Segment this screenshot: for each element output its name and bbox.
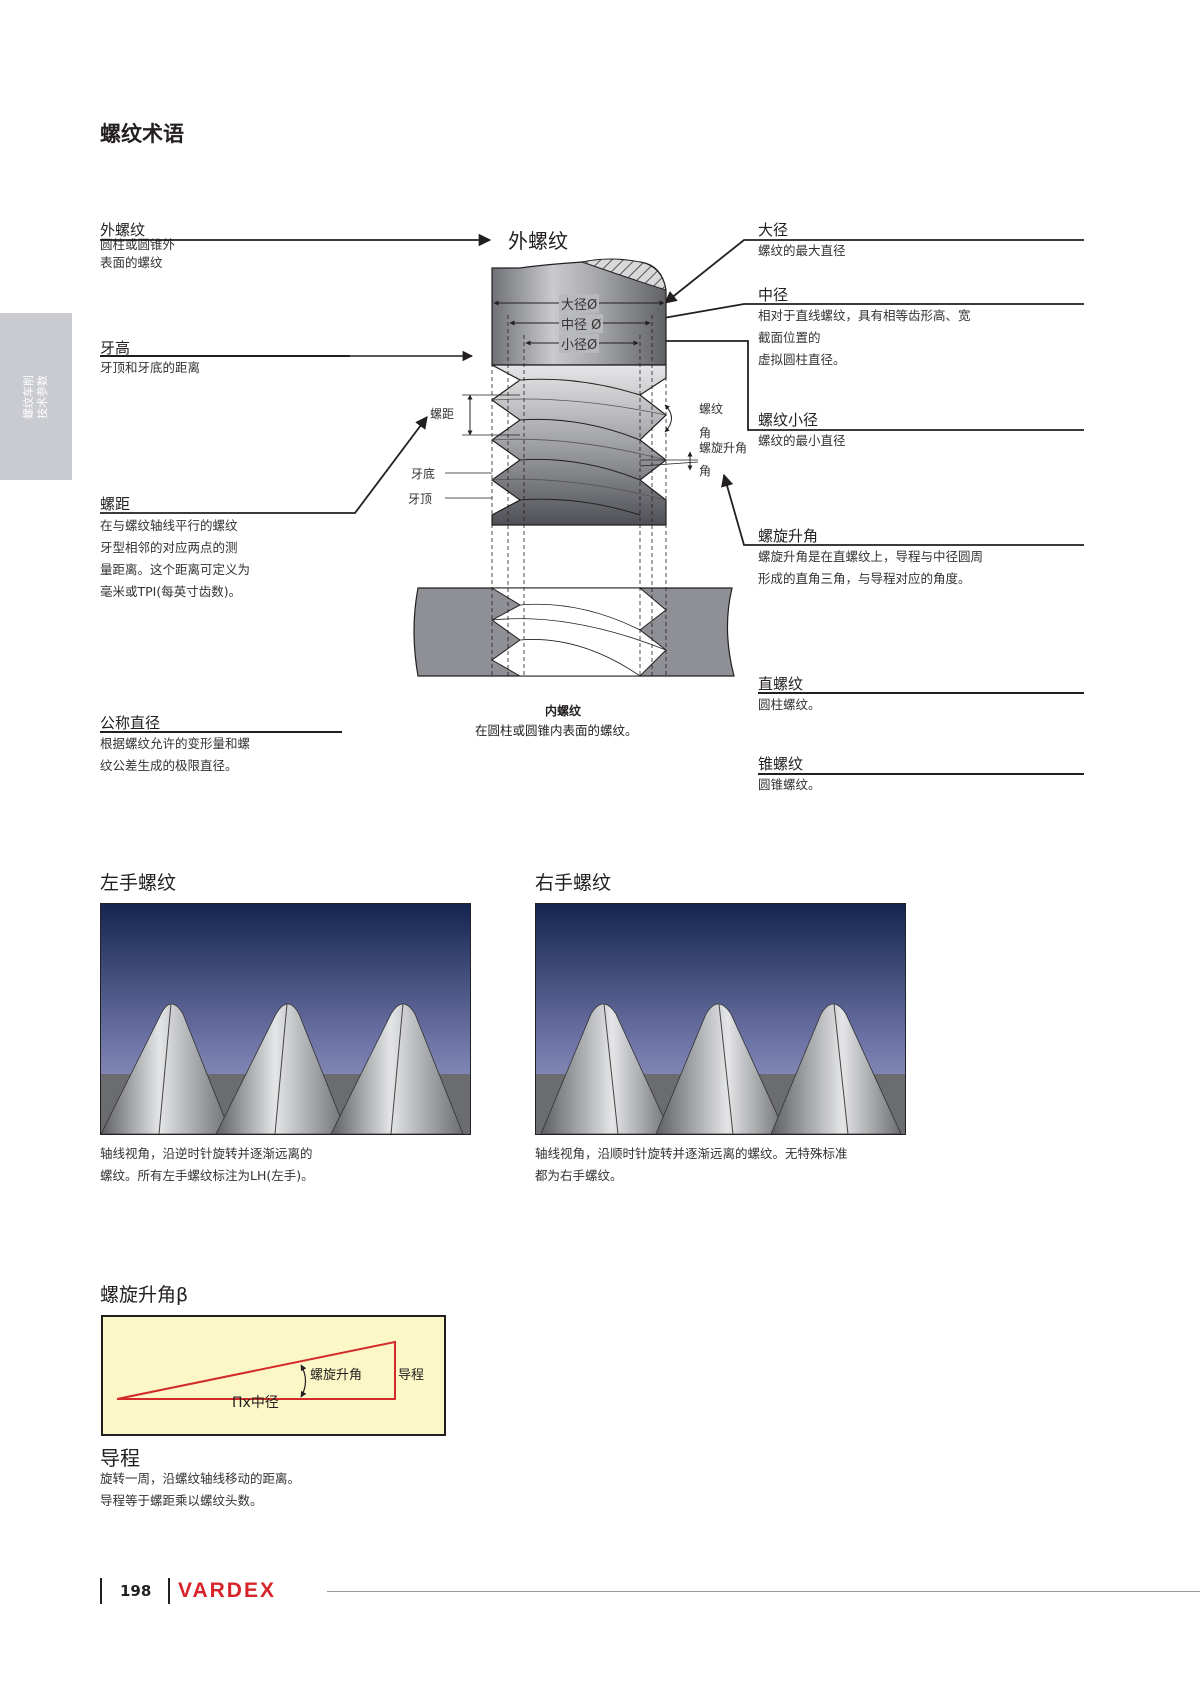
thread-diagram <box>100 233 1084 677</box>
desc-thread-height: 牙顶和牙底的距离 <box>100 360 201 375</box>
page-title: 螺纹术语 <box>100 122 184 146</box>
term-minor-diameter: 螺纹小径 <box>758 411 819 429</box>
label-minor-d: 小径Ø <box>559 334 600 353</box>
lead-title: 导程 <box>100 1446 140 1470</box>
side-tab: 螺纹车削 技术参数 <box>0 313 72 480</box>
helix-angle-box <box>101 1315 446 1436</box>
right-hand-caption: 轴线视角，沿顺时针旋转并逐渐远离的螺纹。无特殊标准 都为右手螺纹。 <box>535 1146 848 1183</box>
term-pitch: 螺距 <box>100 495 131 513</box>
desc-straight-thread: 圆柱螺纹。 <box>758 697 821 712</box>
page-number: 198 <box>120 1582 152 1600</box>
thread-angle-arc <box>664 404 672 433</box>
footer-divider-mid <box>168 1578 170 1604</box>
bolt-section-hatch <box>580 258 667 291</box>
helix-section-title: 螺旋升角β <box>100 1284 189 1306</box>
desc-pitch: 在与螺纹轴线平行的螺纹 牙型相邻的对应两点的测 量距离。这个距离可定义为 毫米或… <box>100 518 251 599</box>
label-pitch-d: 中径 Ø <box>559 314 604 333</box>
term-pitch-diameter: 中径 <box>758 286 789 304</box>
term-taper-thread: 锥螺纹 <box>758 755 804 773</box>
helix-triangle-diagram <box>116 1340 396 1400</box>
footer-divider-left <box>100 1578 102 1604</box>
desc-major-diameter: 螺纹的最大直径 <box>758 243 846 258</box>
helix-angle-label: 螺旋升角 <box>310 1368 363 1383</box>
left-hand-title: 左手螺纹 <box>100 872 177 894</box>
lead-label: 导程 <box>398 1368 425 1383</box>
desc-minor-diameter: 螺纹的最小直径 <box>758 433 846 448</box>
rule-nominal <box>100 731 342 733</box>
term-major-diameter: 大径 <box>758 221 789 239</box>
desc-taper-thread: 圆锥螺纹。 <box>758 777 821 792</box>
leader-pitch-dia <box>650 303 1084 325</box>
diagram-external-title: 外螺纹 <box>508 229 568 253</box>
term-external-thread: 外螺纹 <box>100 221 146 239</box>
bolt-threads <box>490 364 667 526</box>
label-internal-desc: 在圆柱或圆锥内表面的螺纹。 <box>475 723 638 738</box>
rule-straight <box>758 692 1084 694</box>
leader-pitch <box>100 415 428 514</box>
term-helix-angle: 螺旋升角 <box>758 527 819 545</box>
label-thread-angle-2: 角 <box>699 426 712 440</box>
label-major-d: 大径Ø <box>559 294 600 313</box>
rule-taper <box>758 773 1084 775</box>
term-thread-height: 牙高 <box>100 339 131 357</box>
desc-nominal-diameter: 根据螺纹允许的变形量和螺 纹公差生成的极限直径。 <box>100 736 251 773</box>
term-straight-thread: 直螺纹 <box>758 675 804 693</box>
desc-helix-angle: 螺旋升角是在直螺纹上，导程与中径圆周 形成的直角三角，与导程对应的角度。 <box>758 549 984 586</box>
label-pitch: 螺距 <box>430 407 455 421</box>
left-hand-caption: 轴线视角，沿逆时针旋转并逐渐远离的 螺纹。所有左手螺纹标注为LH(左手)。 <box>100 1146 314 1183</box>
label-root: 牙底 <box>411 467 436 481</box>
term-nominal-diameter: 公称直径 <box>100 714 161 732</box>
dashed-guides <box>491 300 667 676</box>
lead-description: 旋转一周，沿螺纹轴线移动的距离。 导程等于螺距乘以螺纹头数。 <box>100 1471 301 1508</box>
leader-major <box>664 239 1084 304</box>
footer-rule <box>327 1591 1200 1592</box>
label-thread-angle-1: 螺纹 <box>699 402 724 416</box>
brand-logo: VARDEX <box>178 1579 276 1602</box>
leader-helix <box>721 473 1084 546</box>
desc-pitch-diameter: 相对于直线螺纹，具有相等齿形高、宽 截面位置的 虚拟圆柱直径。 <box>758 308 971 367</box>
label-helix-angle-2: 角 <box>699 464 712 478</box>
label-crest: 牙顶 <box>408 492 433 506</box>
internal-thread <box>413 587 735 677</box>
leader-minor <box>631 334 1084 431</box>
pitch-circumference-label: Πx中径 <box>232 1395 279 1411</box>
right-hand-title: 右手螺纹 <box>535 872 612 894</box>
label-internal-title: 内螺纹 <box>545 704 582 718</box>
label-helix-angle-1: 螺旋升角 <box>699 441 748 455</box>
left-hand-image <box>100 903 471 1135</box>
right-hand-image <box>535 903 906 1135</box>
